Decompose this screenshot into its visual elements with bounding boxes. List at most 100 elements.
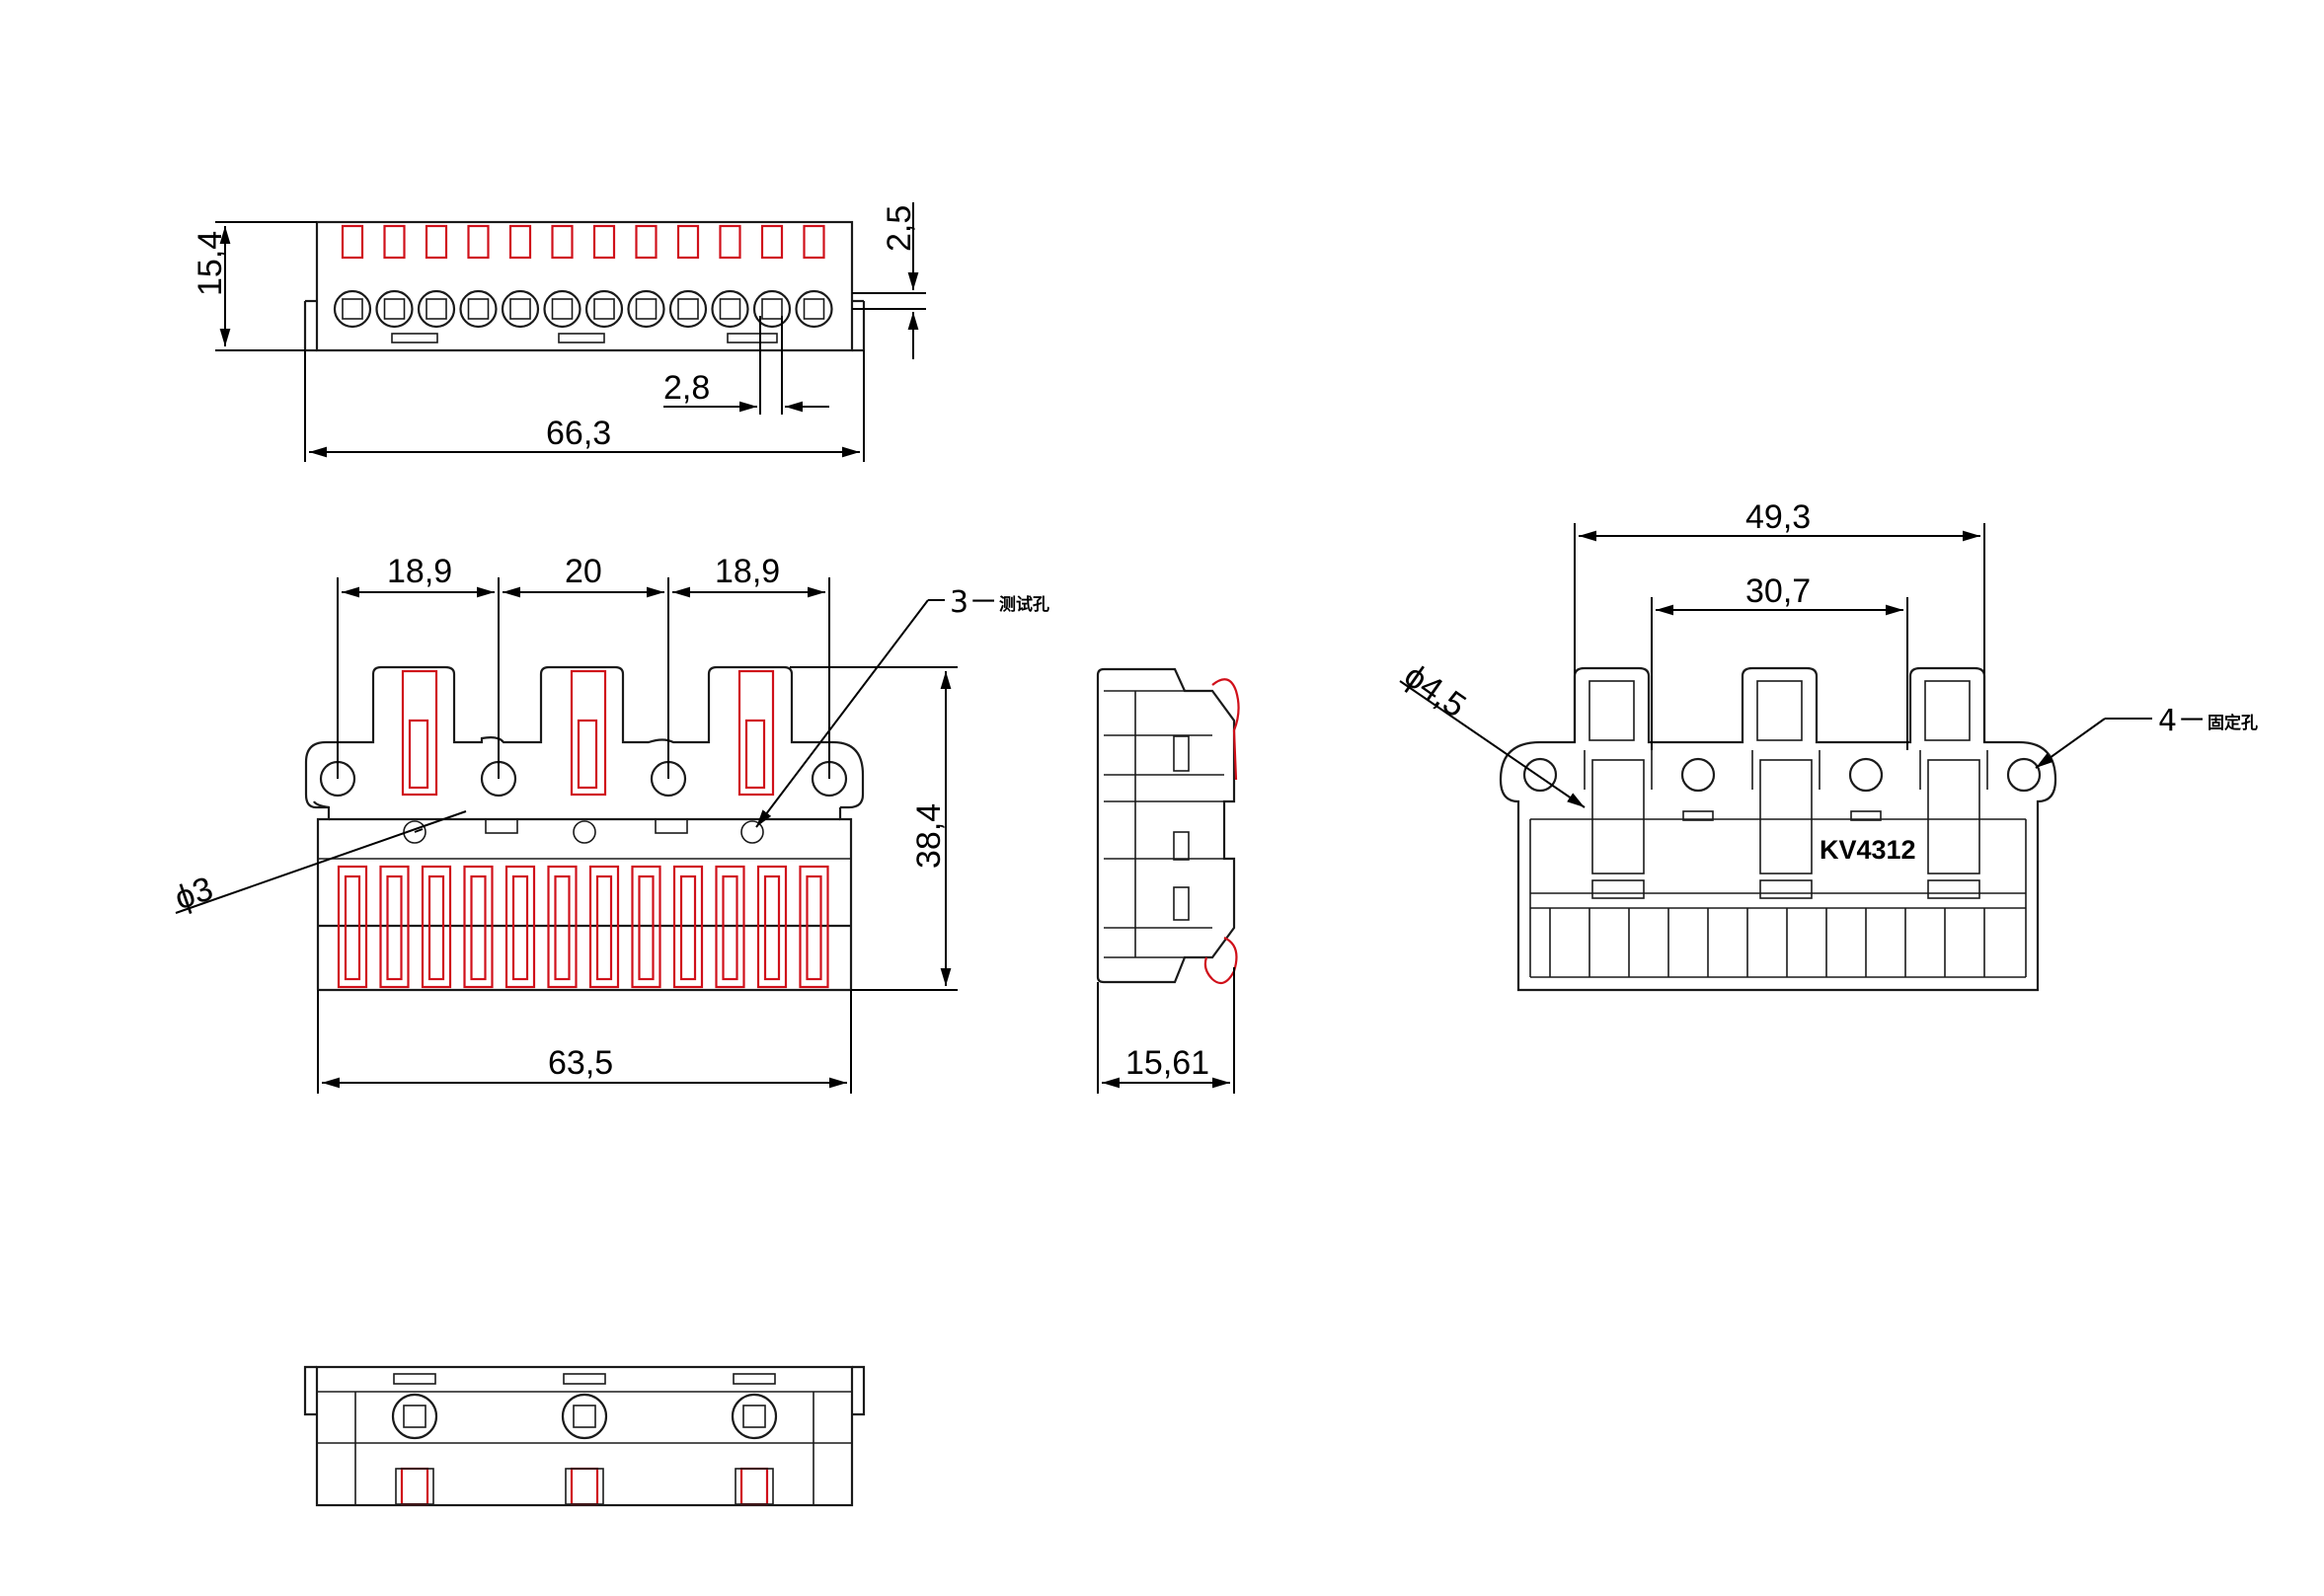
bottom-lever-frame — [395, 1468, 434, 1505]
test-hole-label: 测试孔 — [999, 594, 1049, 615]
dim-front-span-left: 18,9 — [387, 553, 452, 590]
front-lower-levers — [337, 865, 829, 989]
front-lever-inner — [511, 874, 529, 981]
top-round-port — [417, 289, 456, 329]
top-round-port — [711, 289, 749, 329]
front-view-dimensions: 18,9 20 18,9 38,4 63,5 ϕ3 3－ 测试孔 — [170, 553, 1049, 1094]
dim-side-depth: 15,61 — [1125, 1044, 1209, 1082]
top-view-slots — [333, 224, 833, 329]
bottom-top-slot — [563, 1373, 606, 1385]
front-lever-inner — [554, 874, 571, 981]
model-label: KV4312 — [1820, 835, 1916, 865]
bottom-lever-frame — [735, 1468, 774, 1505]
front-upper-levers — [401, 669, 775, 797]
top-square-port — [677, 298, 699, 320]
dim-front-height: 38,4 — [910, 803, 948, 869]
top-red-slot — [635, 224, 658, 260]
top-round-port — [543, 289, 581, 329]
front-lever-inner — [595, 874, 613, 981]
bottom-top-slot — [393, 1373, 436, 1385]
side-view-dimensions: 15,61 — [1097, 967, 1235, 1094]
top-square-port — [426, 298, 447, 320]
dim-rear-inner: 30,7 — [1745, 572, 1811, 610]
test-hole-prefix: 3－ — [950, 585, 998, 620]
dim-top-height: 15,4 — [192, 231, 229, 296]
top-square-port — [719, 298, 741, 320]
top-square-port — [467, 298, 490, 320]
front-lever-outer — [799, 865, 829, 989]
top-square-port — [635, 298, 658, 320]
front-lever-outer — [672, 865, 704, 989]
front-view — [304, 665, 865, 992]
front-lever-inner — [470, 874, 487, 981]
top-square-port — [551, 298, 574, 320]
front-lever-outer — [715, 865, 745, 989]
top-red-slot — [508, 224, 532, 260]
dim-top-pitch: 2,8 — [663, 369, 710, 407]
top-red-slot — [676, 224, 700, 260]
dim-top-width: 66,3 — [546, 415, 611, 452]
bottom-square-port — [573, 1405, 596, 1428]
bottom-round-port — [561, 1393, 608, 1440]
bottom-red-lever — [570, 1467, 599, 1506]
top-round-port — [795, 289, 833, 329]
top-round-port — [668, 289, 708, 329]
front-lever-outer — [463, 865, 494, 989]
top-red-slot — [341, 224, 364, 260]
dim-front-hole-dia: ϕ3 — [170, 870, 217, 917]
dim-rear-outer: 49,3 — [1745, 498, 1811, 536]
front-lever-inner — [679, 874, 697, 981]
top-red-slot — [592, 224, 616, 260]
rear-ribs — [1549, 908, 1985, 977]
top-round-port — [584, 289, 624, 329]
dim-front-width: 63,5 — [548, 1044, 613, 1082]
dim-front-span-right: 18,9 — [715, 553, 780, 590]
bottom-lever-frame — [565, 1468, 604, 1505]
top-square-port — [593, 298, 615, 320]
front-lever-outer — [421, 865, 452, 989]
top-red-slot — [551, 224, 574, 260]
top-square-port — [761, 298, 783, 320]
top-round-port — [375, 289, 414, 329]
front-lever-outer — [631, 865, 661, 989]
top-round-port — [627, 289, 665, 329]
bottom-view — [303, 1365, 866, 1507]
front-lever-outer — [588, 865, 620, 989]
top-round-port — [752, 289, 792, 329]
bottom-round-port — [731, 1393, 778, 1440]
top-view-dimensions: 15,4 2,5 2,8 66,3 — [192, 202, 926, 462]
top-red-slot — [383, 224, 406, 260]
side-view — [1096, 667, 1240, 985]
rear-view-dimensions: 49,3 30,7 ϕ4,5 4－ 固定孔 — [1397, 498, 2258, 808]
dim-front-span-mid: 20 — [565, 553, 602, 590]
front-lever-inner — [722, 874, 738, 981]
front-lever-inner — [386, 874, 403, 981]
front-lever-outer — [756, 865, 788, 989]
bottom-round-port — [391, 1393, 438, 1440]
top-square-port — [509, 298, 531, 320]
top-red-slot — [760, 224, 784, 260]
top-red-slot — [719, 224, 741, 260]
bottom-top-slot — [733, 1373, 776, 1385]
top-round-port — [333, 289, 372, 329]
dim-top-tab: 2,5 — [881, 205, 918, 252]
top-square-port — [803, 298, 825, 320]
front-lever-outer — [337, 865, 368, 989]
top-round-port — [501, 289, 540, 329]
front-lever-outer — [547, 865, 578, 989]
top-view — [303, 220, 866, 352]
top-round-port — [459, 289, 498, 329]
bottom-ports — [391, 1373, 778, 1506]
top-red-slot — [467, 224, 490, 260]
front-lever-inner — [763, 874, 781, 981]
top-red-slot — [425, 224, 448, 260]
front-lever-outer — [379, 865, 410, 989]
front-lever-inner — [806, 874, 822, 981]
bottom-red-lever — [739, 1467, 769, 1506]
dim-rear-hole-dia: ϕ4,5 — [1397, 656, 1472, 724]
fixing-hole-label: 固定孔 — [2208, 713, 2258, 733]
bottom-square-port — [742, 1405, 766, 1428]
front-lever-inner — [344, 874, 361, 981]
top-square-port — [342, 298, 363, 320]
